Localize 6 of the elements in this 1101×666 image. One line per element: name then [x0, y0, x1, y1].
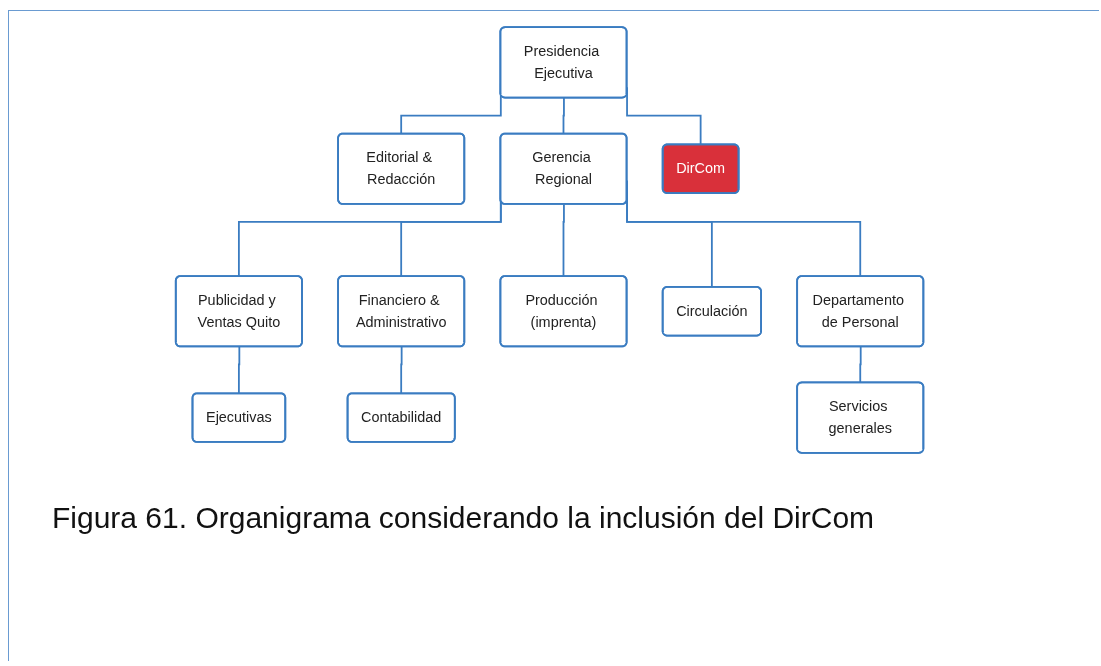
connector — [563, 203, 566, 278]
connector — [859, 345, 862, 384]
connector — [400, 345, 403, 395]
connector — [563, 97, 566, 135]
figure-caption: Figura 61. Organigrama considerando la inclusión del DirCom — [52, 500, 876, 536]
connector — [238, 345, 241, 395]
